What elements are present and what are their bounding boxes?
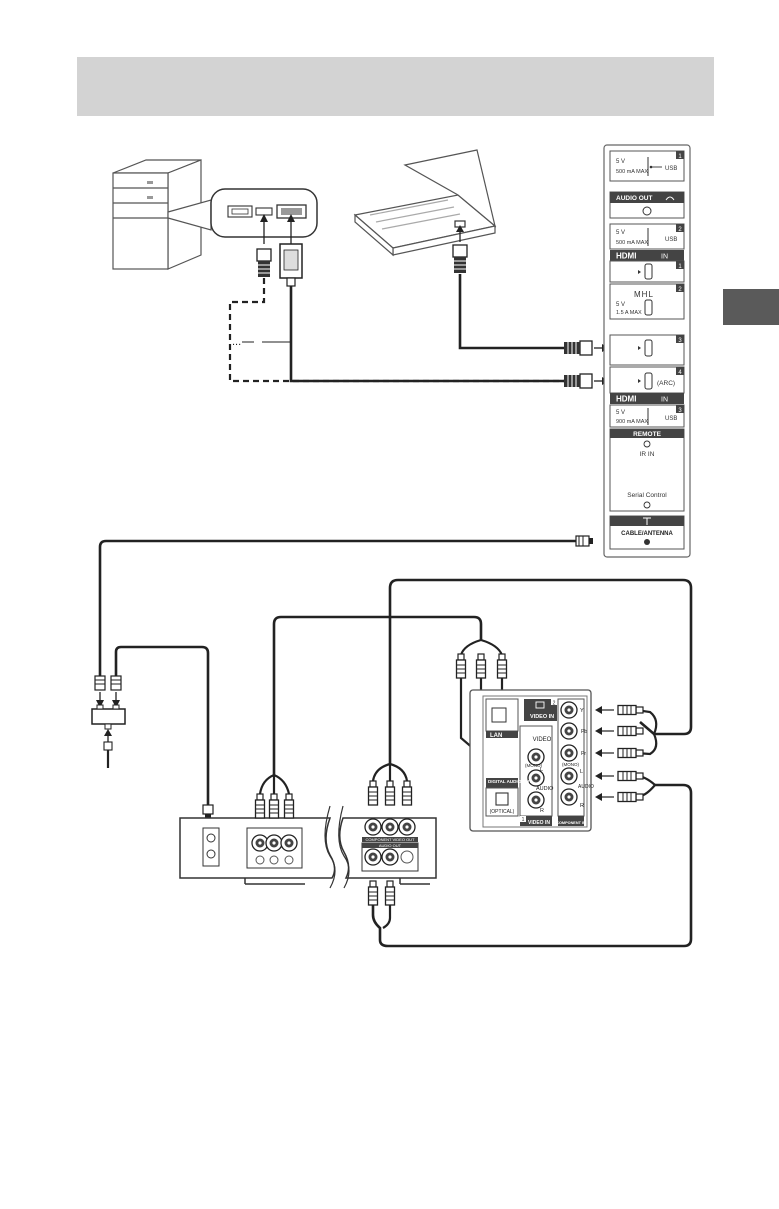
- ir-in-jack: [643, 440, 651, 448]
- audio-label-2: AUDIO: [578, 784, 594, 790]
- audio-label-1: AUDIO: [536, 786, 554, 792]
- optical-label: (OPTICAL): [490, 809, 515, 815]
- usb1-voltage: 5 V: [616, 159, 625, 165]
- antenna-splitter: [91, 704, 126, 730]
- audio-out-label: AUDIO OUT: [616, 195, 653, 202]
- usb3-voltage: 5 V: [616, 410, 625, 416]
- hdmi1-port: [644, 263, 653, 280]
- svg-text:HDMI: HDMI: [616, 252, 636, 261]
- usb1-number: 1: [678, 154, 682, 160]
- mono-label: (MONO): [525, 763, 542, 768]
- laptop-hdmi-cable: [452, 225, 575, 350]
- cable-antenna-jack[interactable]: [644, 539, 650, 545]
- component-video-out-label: COMPONENT VIDEO OUT: [365, 837, 415, 842]
- hdmi3-connector: [563, 340, 609, 356]
- audio-cable: [367, 770, 693, 948]
- coax-plug-right: [110, 675, 122, 691]
- r-label-1: R: [540, 808, 544, 814]
- headphone-icon: [665, 196, 675, 201]
- hdmi3-number: 3: [678, 338, 682, 344]
- cable-antenna-label: CABLE/ANTENNA: [621, 531, 673, 537]
- antenna-icon: [643, 517, 651, 525]
- pb-label: Pb: [581, 729, 587, 735]
- mhl-number: 2: [678, 287, 682, 293]
- arc-label: (ARC): [657, 380, 675, 387]
- audio-out-jack: [642, 206, 652, 216]
- mhl-current: 1.5 A MAX: [616, 310, 642, 316]
- audio-cable-ellipsis: ...: [232, 336, 241, 348]
- antenna-cable: [91, 535, 593, 822]
- hdmi4-number: 4: [678, 370, 682, 376]
- pc-tower: [112, 159, 202, 270]
- video-in-bottom-label: VIDEO IN: [528, 820, 550, 826]
- receiver-audio-out-label: AUDIO OUT: [379, 843, 402, 848]
- l-label: L: [540, 767, 543, 773]
- arrow-icon: [595, 772, 614, 801]
- component-video-cable: [367, 578, 693, 806]
- mono-label-2: (MONO): [562, 762, 579, 767]
- digital-audio-out-label: DIGITAL AUDIO OUT: [488, 779, 532, 784]
- svg-text:HDMI: HDMI: [616, 395, 636, 404]
- video-label: VIDEO: [533, 737, 552, 743]
- coax-plug-tv: [575, 535, 593, 547]
- hdmi-in-top-label: IN: [661, 254, 668, 261]
- usb1-label: USB: [665, 166, 677, 172]
- mhl-label: MHL: [634, 290, 654, 299]
- remote-label: REMOTE: [633, 431, 661, 438]
- video-input-icon: [535, 701, 545, 709]
- ir-in-label: IR IN: [640, 451, 655, 458]
- component-in-label: COMPONENT IN: [556, 821, 586, 825]
- hdmi4-connector: [563, 373, 609, 389]
- optical-port: [495, 792, 509, 806]
- hdmi-logo-top: HDMI: [616, 252, 636, 261]
- header-band: [77, 57, 714, 116]
- arrow-icon: [96, 692, 120, 708]
- tv-input-panel: LAN VIDEO IN 2 VIDEO (MONO) L AUDIO R Y …: [469, 689, 594, 832]
- video-in-bottom-number: 1: [522, 817, 525, 823]
- hdmi-in-bottom-label: IN: [661, 397, 668, 404]
- serial-control-label: Serial Control: [627, 492, 667, 499]
- r-label-2: R: [580, 803, 584, 809]
- usb1-current: 500 mA MAX: [616, 169, 648, 175]
- hdmi-logo-bottom: HDMI: [616, 395, 636, 404]
- tv-side-panel: 1 5 V 500 mA MAX USB AUDIO OUT 2 5 V 500…: [603, 144, 691, 558]
- usb2-current: 500 mA MAX: [616, 240, 648, 246]
- coax-plug-left: [94, 675, 106, 691]
- hdmi1-number: 1: [678, 264, 682, 270]
- arrow-icon: [103, 729, 113, 768]
- usb3-current: 900 mA MAX: [616, 419, 648, 425]
- pc-rear-panel: [167, 188, 318, 238]
- y-label: Y: [580, 708, 584, 714]
- usb-icon: [649, 165, 662, 169]
- pr-label: Pr: [581, 751, 586, 757]
- mhl-port: [644, 299, 653, 316]
- section-tab: [723, 289, 779, 325]
- usb2-number: 2: [678, 227, 682, 233]
- pc-dvi-cable: [262, 214, 575, 383]
- video-in-top-number: 2: [553, 701, 556, 707]
- l-label-2: L: [580, 769, 583, 775]
- hdmi4-port[interactable]: [644, 372, 653, 390]
- mhl-voltage: 5 V: [616, 302, 625, 308]
- usb3-number: 3: [678, 408, 682, 414]
- hdmi3-port[interactable]: [644, 339, 653, 357]
- serial-control-jack: [643, 501, 651, 509]
- usb2-label: USB: [665, 237, 677, 243]
- usb2-voltage: 5 V: [616, 230, 625, 236]
- lan-label: LAN: [490, 733, 502, 739]
- cable-box: COMPONENT VIDEO OUT AUDIO OUT: [179, 805, 437, 889]
- laptop: [353, 149, 497, 257]
- arrow-icon: [595, 706, 614, 757]
- video-in-top-label: VIDEO IN: [530, 714, 554, 720]
- usb3-label: USB: [665, 416, 677, 422]
